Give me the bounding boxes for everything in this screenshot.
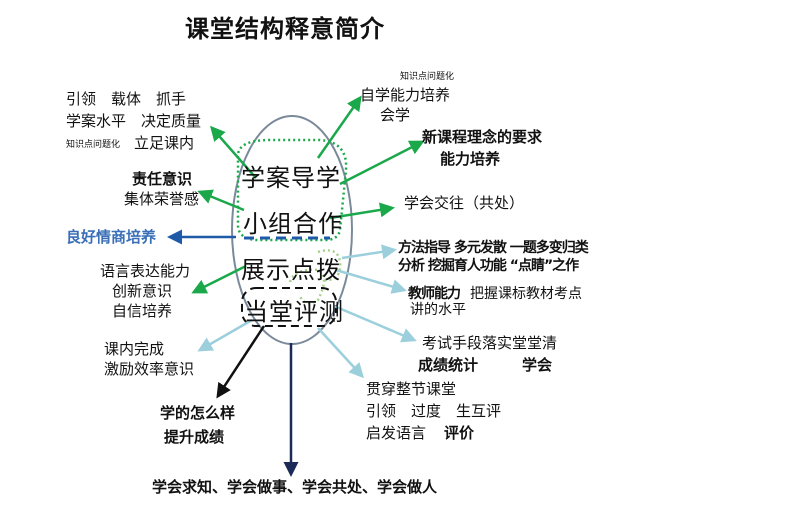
tl-line2: 学案水平 决定质量 [66, 112, 202, 130]
new-line1: 新课程理念的要求 [422, 128, 543, 146]
teacher-line1: 把握课标教材考点 [470, 286, 582, 302]
bottom-line1: 学会求知、学会做事、学会共处、学会做人 [152, 478, 438, 496]
how-line1: 学的怎么样 [160, 404, 236, 422]
dotted-loop-right [317, 249, 342, 282]
center-item-3: 展示点拨 [241, 256, 341, 284]
tl-line1: 引领 载体 抓手 [66, 90, 187, 108]
new-line2: 能力培养 [440, 150, 501, 168]
teacher-bold: 教师能力 [408, 286, 461, 302]
exam-line2b: 学会 [522, 356, 553, 374]
guide-line2: 分析 挖掘育人功能 “点睛”之作 [398, 258, 579, 274]
through-line1: 贯穿整节课堂 [366, 380, 457, 398]
dotted-loop-bottom [288, 268, 326, 305]
eff-line2: 激励效率意识 [104, 360, 195, 378]
through-line3b: 评价 [444, 424, 475, 442]
tl-small: 知识点问题化 [66, 140, 121, 150]
through-line2: 引领 过度 生互评 [366, 402, 502, 420]
resp-line1: 责任意识 [132, 170, 193, 188]
self-line1: 自学能力培养 [360, 86, 451, 104]
comm-line1: 学会交往（共处） [404, 194, 525, 212]
through-line3a: 启发语言 [366, 424, 427, 442]
teacher-line2: 讲的水平 [410, 302, 466, 318]
lang-line3: 自信培养 [112, 302, 173, 320]
exam-line1: 考试手段落实堂堂清 [422, 334, 558, 352]
self-small: 知识点问题化 [400, 72, 455, 82]
tl-line3: 立足课内 [134, 134, 195, 152]
how-line2: 提升成绩 [164, 428, 225, 446]
page-title: 课堂结构释意简介 [185, 15, 385, 43]
exam-line2a: 成绩统计 [418, 356, 479, 374]
emotion-line1: 良好情商培养 [66, 228, 157, 246]
self-line2: 会学 [380, 106, 411, 124]
guide-line1: 方法指导 多元发散 一题多变归类 [398, 240, 589, 256]
lang-line2: 创新意识 [112, 282, 173, 300]
eff-line1: 课内完成 [104, 340, 165, 358]
center-item-1: 学案导学 [241, 164, 341, 192]
center-item-4: 当堂评测 [244, 298, 344, 326]
resp-line2: 集体荣誉感 [124, 190, 200, 208]
lang-line1: 语言表达能力 [100, 262, 191, 280]
center-item-2: 小组合作 [243, 210, 343, 238]
